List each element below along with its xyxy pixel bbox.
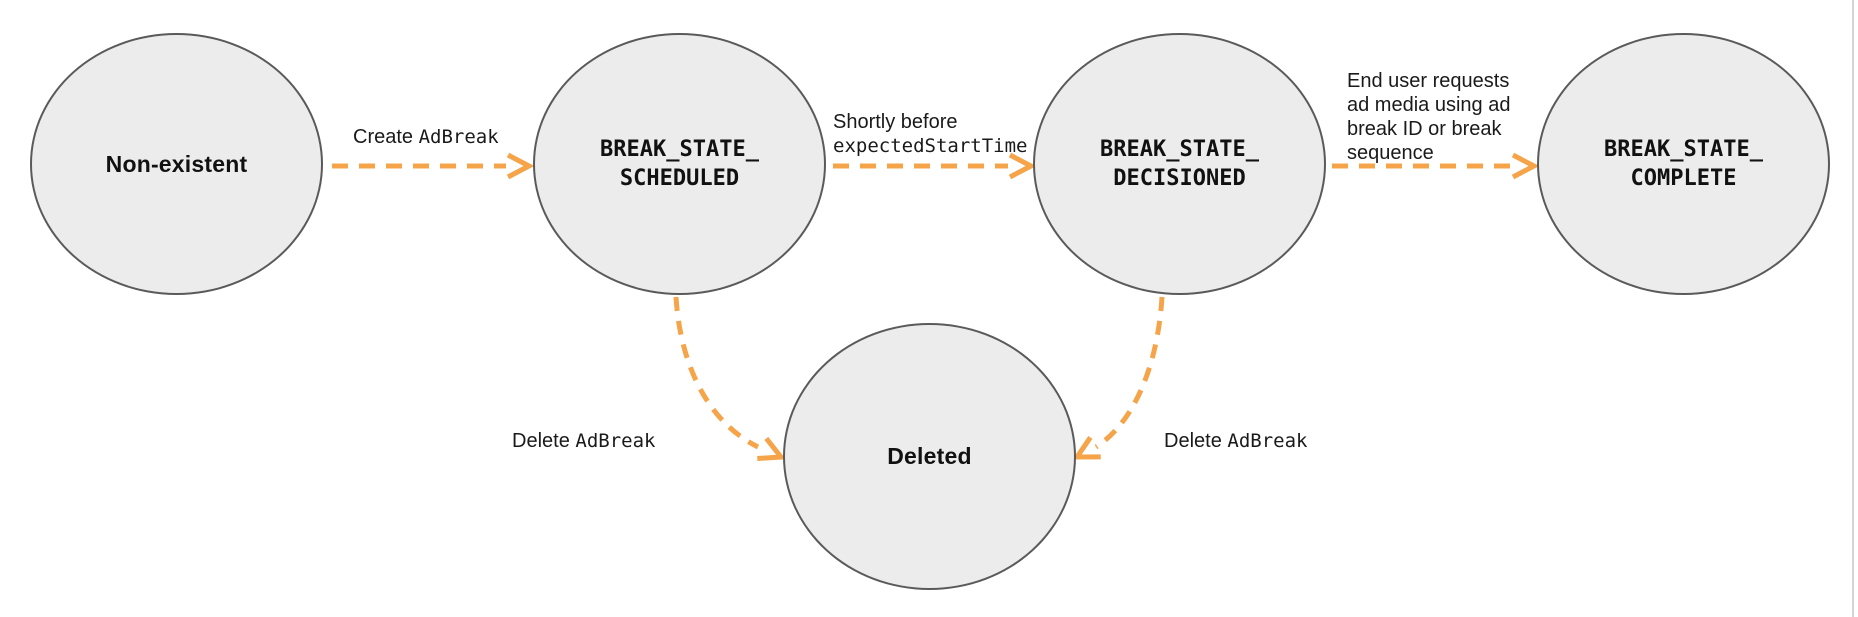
arrow-shortly-before-expectedstarttime (833, 152, 1037, 180)
label-text: Shortly before (833, 111, 958, 133)
label-text: Create (353, 126, 419, 148)
label-text: Delete (1164, 430, 1228, 452)
label-text: End user requests ad media using ad brea… (1347, 70, 1511, 164)
content-right-border (1852, 0, 1854, 617)
label-code: AdBreak (1227, 430, 1308, 452)
state-break-state-scheduled: BREAK_STATE_ SCHEDULED (533, 33, 826, 295)
state-label: BREAK_STATE_ DECISIONED (1100, 137, 1259, 191)
transition-label-delete-adbreak-left: Delete AdBreak (512, 405, 655, 453)
transition-label-end-user-requests: End user requests ad media using ad brea… (1347, 45, 1510, 165)
transition-label-shortly-before: Shortly before expectedStartTime (833, 86, 1027, 158)
arrow-delete-adbreak-right (1072, 296, 1165, 460)
state-deleted: Deleted (783, 323, 1076, 590)
state-label: Deleted (887, 443, 972, 469)
state-break-state-complete: BREAK_STATE_ COMPLETE (1537, 33, 1830, 295)
label-code: AdBreak (575, 430, 656, 452)
label-text: Delete (512, 430, 576, 452)
label-code: AdBreak (418, 126, 499, 148)
arrow-delete-adbreak-left (673, 296, 786, 462)
label-code: expectedStartTime (833, 135, 1028, 157)
transition-label-delete-adbreak-right: Delete AdBreak (1164, 405, 1307, 453)
arrow-create-adbreak (332, 152, 535, 180)
state-label: BREAK_STATE_ SCHEDULED (600, 137, 759, 191)
state-label: BREAK_STATE_ COMPLETE (1604, 137, 1763, 191)
transition-label-create-adbreak: Create AdBreak (353, 101, 499, 149)
state-label: Non-existent (105, 150, 248, 177)
state-non-existent: Non-existent (30, 33, 323, 295)
state-break-state-decisioned: BREAK_STATE_ DECISIONED (1033, 33, 1326, 295)
